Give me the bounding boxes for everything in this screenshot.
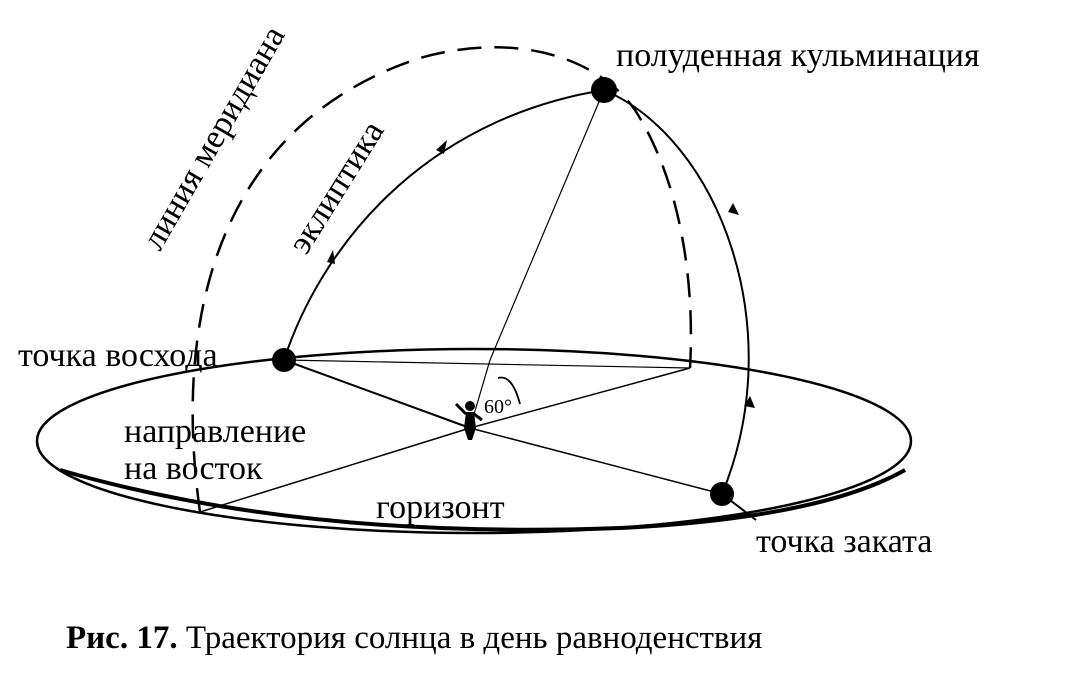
east-direction-line	[283, 359, 471, 429]
meridian-dashed-arc	[191, 46, 693, 513]
sunset-sun-dot	[710, 482, 734, 506]
east-direction-label-line1: направление	[124, 413, 306, 450]
observer-figure	[454, 401, 483, 440]
line-to-back-right	[469, 367, 691, 429]
horizon-label: горизонт	[376, 489, 505, 526]
ecliptic-arrow-1	[327, 250, 335, 264]
ecliptic-label: эклиптика	[281, 115, 391, 261]
ecliptic-arrow-2	[436, 140, 447, 154]
line-to-front-left	[199, 427, 471, 513]
east-direction-label-line2: на восток	[124, 450, 263, 487]
noon-culmination-label: полуденная кульминация	[616, 37, 980, 74]
ecliptic-arrow-3	[728, 203, 739, 215]
line-to-sunset	[469, 427, 723, 495]
back-horizon-chord	[283, 359, 691, 369]
meridian-line-label: линия меридиана	[135, 20, 293, 256]
figure-title: Траектория солнца в день равноденствия	[178, 620, 763, 656]
angle-label: 60°	[484, 396, 512, 418]
horizon-ellipse	[35, 347, 913, 535]
ecliptic-rising-arc	[283, 89, 605, 361]
culmination-sun-dot	[591, 77, 617, 103]
sunrise-sun-dot	[272, 348, 296, 372]
ecliptic-arrow-4	[744, 396, 755, 408]
ecliptic-setting-arc	[603, 89, 750, 495]
angle-arc	[497, 376, 521, 405]
sunset-point-label: точка заката	[756, 523, 932, 560]
figure-number: Рис. 17.	[66, 620, 178, 656]
figure-caption: Рис. 17. Траектория солнца в день равнод…	[66, 620, 762, 656]
sunrise-point-label: точка восхода	[18, 337, 218, 374]
line-to-culmination	[489, 89, 605, 361]
